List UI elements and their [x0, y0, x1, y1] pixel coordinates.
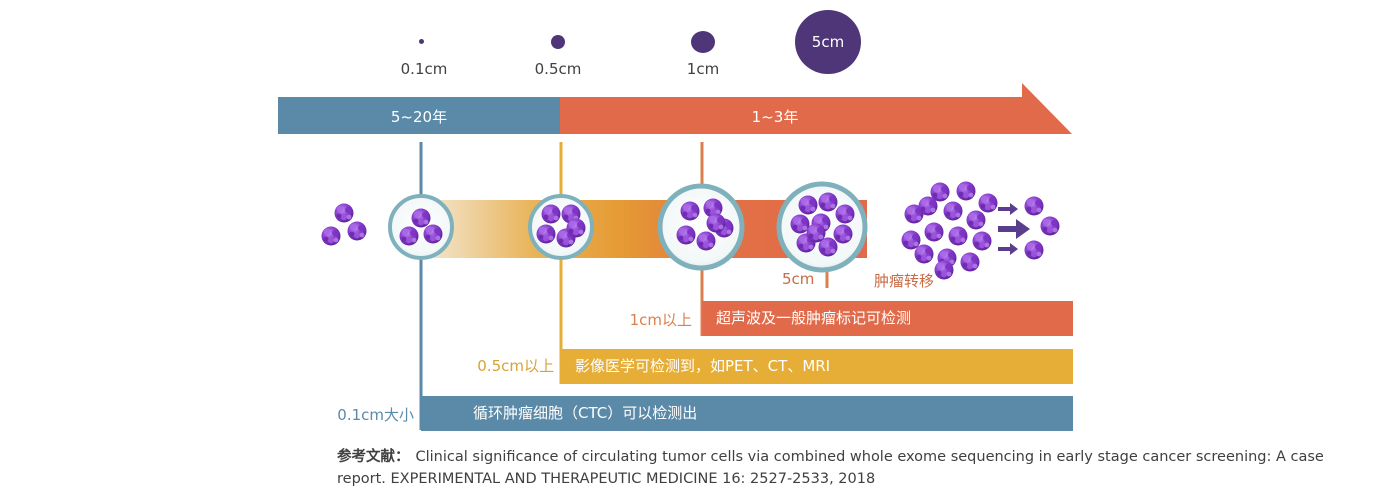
detection-desc-01cm: 循环肿瘤细胞（CTC）可以检测出 — [473, 404, 698, 422]
detection-level-05cm: 0.5cm以上 — [477, 357, 554, 375]
size-dot-5cm: 5cm — [795, 10, 861, 74]
metastasis-label: 肿瘤转移 — [874, 272, 935, 290]
detection-level-01cm: 0.1cm大小 — [337, 406, 414, 424]
detection-desc-1cm: 超声波及一般肿瘤标记可检测 — [716, 309, 912, 327]
growth-label-5cm: 5cm — [782, 270, 815, 288]
timeline-early-segment — [278, 97, 560, 134]
detection-bar-05cm-text-box: 影像医学可检测到，如PET、CT、MRI — [561, 349, 1073, 383]
detection-bar-1cm — [702, 301, 1073, 336]
reference-prefix: 参考文献： — [337, 449, 410, 465]
detection-bar-05cm — [561, 349, 1073, 384]
size-label-1cm: 1cm — [686, 60, 720, 78]
metastasis-arrows — [998, 203, 1030, 255]
size-dot-05cm — [551, 35, 565, 49]
size-label-01cm: 0.1cm — [400, 60, 448, 78]
detection-desc-05cm: 影像医学可检测到，如PET、CT、MRI — [575, 357, 831, 375]
size-dot-01cm — [419, 39, 424, 44]
detection-bar-01cm-text-box: 循环肿瘤细胞（CTC）可以检测出 — [421, 396, 1073, 430]
cell-cluster-metastasis — [901, 181, 1060, 280]
timeline-late-label: 1~3年 — [751, 108, 799, 126]
detection-bar-1cm-text-box: 超声波及一般肿瘤标记可检测 — [702, 301, 1073, 335]
timeline-late-arrow — [560, 83, 1072, 134]
cell-cluster-initial — [321, 203, 367, 246]
timeline-early-label: 5~20年 — [390, 108, 448, 126]
detection-level-1cm: 1cm以上 — [629, 311, 692, 329]
size-dot-1cm — [691, 31, 715, 53]
reference: 参考文献：Clinical significance of circulatin… — [337, 446, 1337, 490]
reference-text: Clinical significance of circulating tum… — [337, 449, 1324, 487]
size-label-5cm: 5cm — [811, 33, 845, 51]
detection-bar-01cm — [421, 396, 1073, 431]
size-label-05cm: 0.5cm — [534, 60, 582, 78]
